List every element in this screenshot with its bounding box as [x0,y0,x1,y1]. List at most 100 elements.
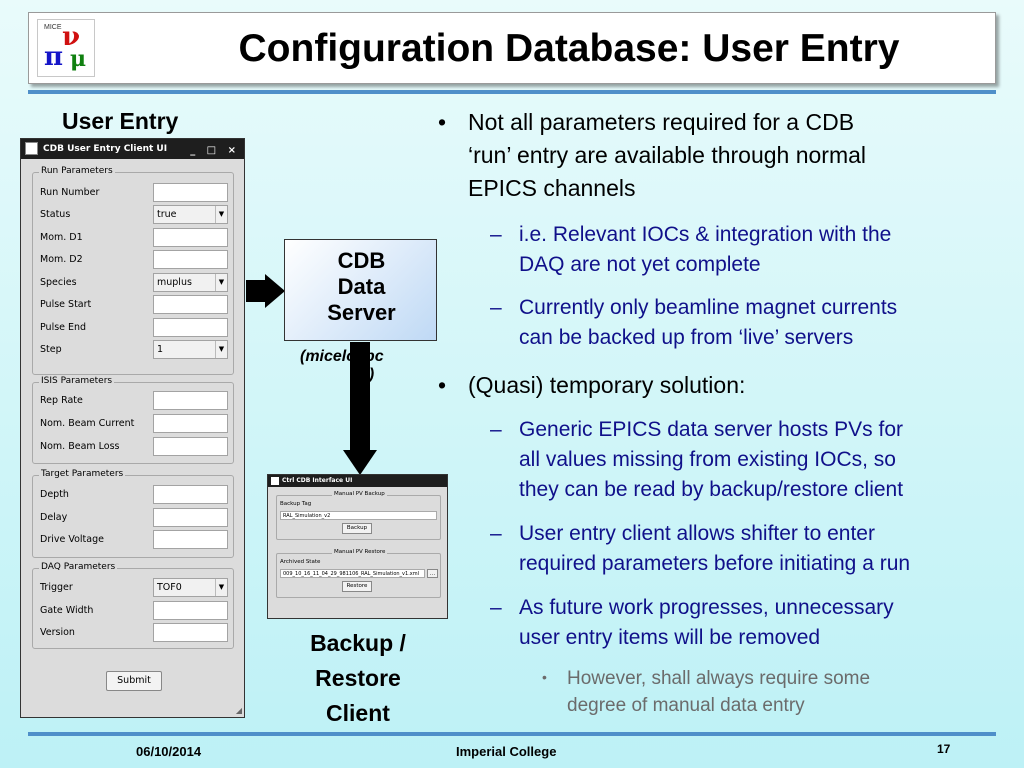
row-pulse-start: Pulse Start [40,295,240,315]
bullet-dot-icon: • [438,372,447,398]
bullet-dot-icon: • [438,109,447,135]
browse-button[interactable]: ... [427,569,438,578]
sub-bullet-line: i.e. Relevant IOCs & integration with th… [519,223,892,246]
rep-rate-input[interactable] [153,391,228,410]
field-label: Species [40,277,77,288]
bullet-dot-icon: • [542,669,547,685]
logo-mu-glyph: μ [70,46,87,72]
logo-pi-glyph: π [44,42,64,72]
dash-icon: – [490,418,502,441]
row-status: Status true ▼ [40,205,240,225]
group-legend: Run Parameters [39,166,115,176]
logo-mark: MICE [44,24,62,31]
logo-nu-glyph: ν [62,22,81,52]
gate-width-input[interactable] [153,601,228,620]
row-species: Species muplus ▼ [40,273,240,293]
backup-window-title: Ctrl CDB Interface UI [282,477,353,484]
delay-input[interactable] [153,508,228,527]
sub-bullet-line: all values missing from existing IOCs, s… [519,448,896,471]
dash-icon: – [490,223,502,246]
user-entry-heading: User Entry [62,108,179,134]
sub-bullet-line: required parameters before initiating a … [519,552,911,575]
window-titlebar[interactable]: CDB User Entry Client UI _ □ × [21,139,244,159]
drive-voltage-input[interactable] [153,530,228,549]
footer-rule [28,732,996,736]
sub-bullet-line: User entry client allows shifter to ente… [519,522,875,545]
server-host-line: 0) [360,366,375,383]
group-legend: Manual PV Backup [332,491,387,497]
status-select[interactable]: true ▼ [153,205,228,224]
backup-restore-client-label: Backup / Restore Client [278,626,438,731]
depth-input[interactable] [153,485,228,504]
bullet-line: ‘run’ entry are available through normal [468,142,867,168]
bullet-line: (Quasi) temporary solution: [468,372,746,398]
group-legend: Manual PV Restore [332,549,388,555]
bullet-text: Not all parameters required for a CDB ‘r… [468,106,988,205]
submit-button[interactable]: Submit [106,671,162,691]
group-run-parameters: Run Parameters Run Number Status true ▼ … [32,166,234,375]
arrow-right-shaft [246,280,266,302]
field-label: Pulse Start [40,299,92,310]
species-select[interactable]: muplus ▼ [153,273,228,292]
app-icon [271,477,279,485]
row-run-number: Run Number [40,183,240,203]
row-drive-voltage: Drive Voltage [40,530,240,550]
server-label-line: CDB [337,248,386,273]
server-label-line: Server [327,300,396,325]
nom-beam-loss-input[interactable] [153,437,228,456]
bullet-line: EPICS channels [468,175,636,201]
backup-window-titlebar[interactable]: Ctrl CDB Interface UI [268,475,447,487]
mom-d1-input[interactable] [153,228,228,247]
chevron-down-icon[interactable]: ▼ [215,274,227,291]
sub-bullet-line: Generic EPICS data server hosts PVs for [519,418,903,441]
field-label: Nom. Beam Current [40,418,135,429]
trigger-select[interactable]: TOF0 ▼ [153,578,228,597]
backup-button[interactable]: Backup [342,523,372,534]
run-number-input[interactable] [153,183,228,202]
sub-bullet-text: As future work progresses, unnecessary u… [519,593,999,653]
label-line: Backup / [310,630,406,656]
group-isis-parameters: ISIS Parameters Rep Rate Nom. Beam Curre… [32,376,234,464]
label-line: Client [326,700,390,726]
row-nom-beam-loss: Nom. Beam Loss [40,437,240,457]
server-hostname: (micelocpc 0) [300,348,430,384]
nom-beam-current-input[interactable] [153,414,228,433]
group-manual-pv-backup: Manual PV Backup Backup Tag RAL_Simulati… [276,491,441,540]
sub-bullet-line: Currently only beamline magnet currents [519,296,898,319]
step-select[interactable]: 1 ▼ [153,340,228,359]
window-controls-icon[interactable]: _ □ × [190,145,240,156]
resize-grip-icon[interactable]: ◢ [235,706,242,715]
chevron-down-icon[interactable]: ▼ [215,206,227,223]
sub-sub-bullet-line: However, shall always require some [567,668,871,689]
app-icon [25,142,38,155]
archived-state-label: Archived State [280,559,321,565]
backup-tag-label: Backup Tag [280,501,312,507]
backup-tag-input[interactable]: RAL_Simulation_v2 [280,511,437,520]
row-version: Version [40,623,240,643]
field-label: Pulse End [40,322,87,333]
group-legend: Target Parameters [39,469,126,479]
chevron-down-icon[interactable]: ▼ [215,341,227,358]
row-step: Step 1 ▼ [40,340,240,360]
row-gate-width: Gate Width [40,601,240,621]
window-title: CDB User Entry Client UI [43,144,168,154]
pulse-end-input[interactable] [153,318,228,337]
field-label: Mom. D1 [40,232,83,243]
pulse-start-input[interactable] [153,295,228,314]
group-daq-parameters: DAQ Parameters Trigger TOF0 ▼ Gate Width… [32,562,234,649]
field-label: Depth [40,489,69,500]
mom-d2-input[interactable] [153,250,228,269]
archived-state-input[interactable]: 009_10_16_11_04_29_981106_RAL_Simulation… [280,569,425,578]
restore-button[interactable]: Restore [342,581,372,592]
chevron-down-icon[interactable]: ▼ [215,579,227,596]
page-number: 17 [937,742,951,756]
field-label: Run Number [40,187,100,198]
bullet-line: Not all parameters required for a CDB [468,109,855,135]
field-label: Rep Rate [40,395,83,406]
title-box: MICE π ν μ Configuration Database: User … [28,12,996,84]
backup-restore-window: Ctrl CDB Interface UI Manual PV Backup B… [267,474,448,619]
version-input[interactable] [153,623,228,642]
row-nom-beam-current: Nom. Beam Current [40,414,240,434]
title-rule [28,90,996,94]
footer-date: 06/10/2014 [136,744,202,759]
